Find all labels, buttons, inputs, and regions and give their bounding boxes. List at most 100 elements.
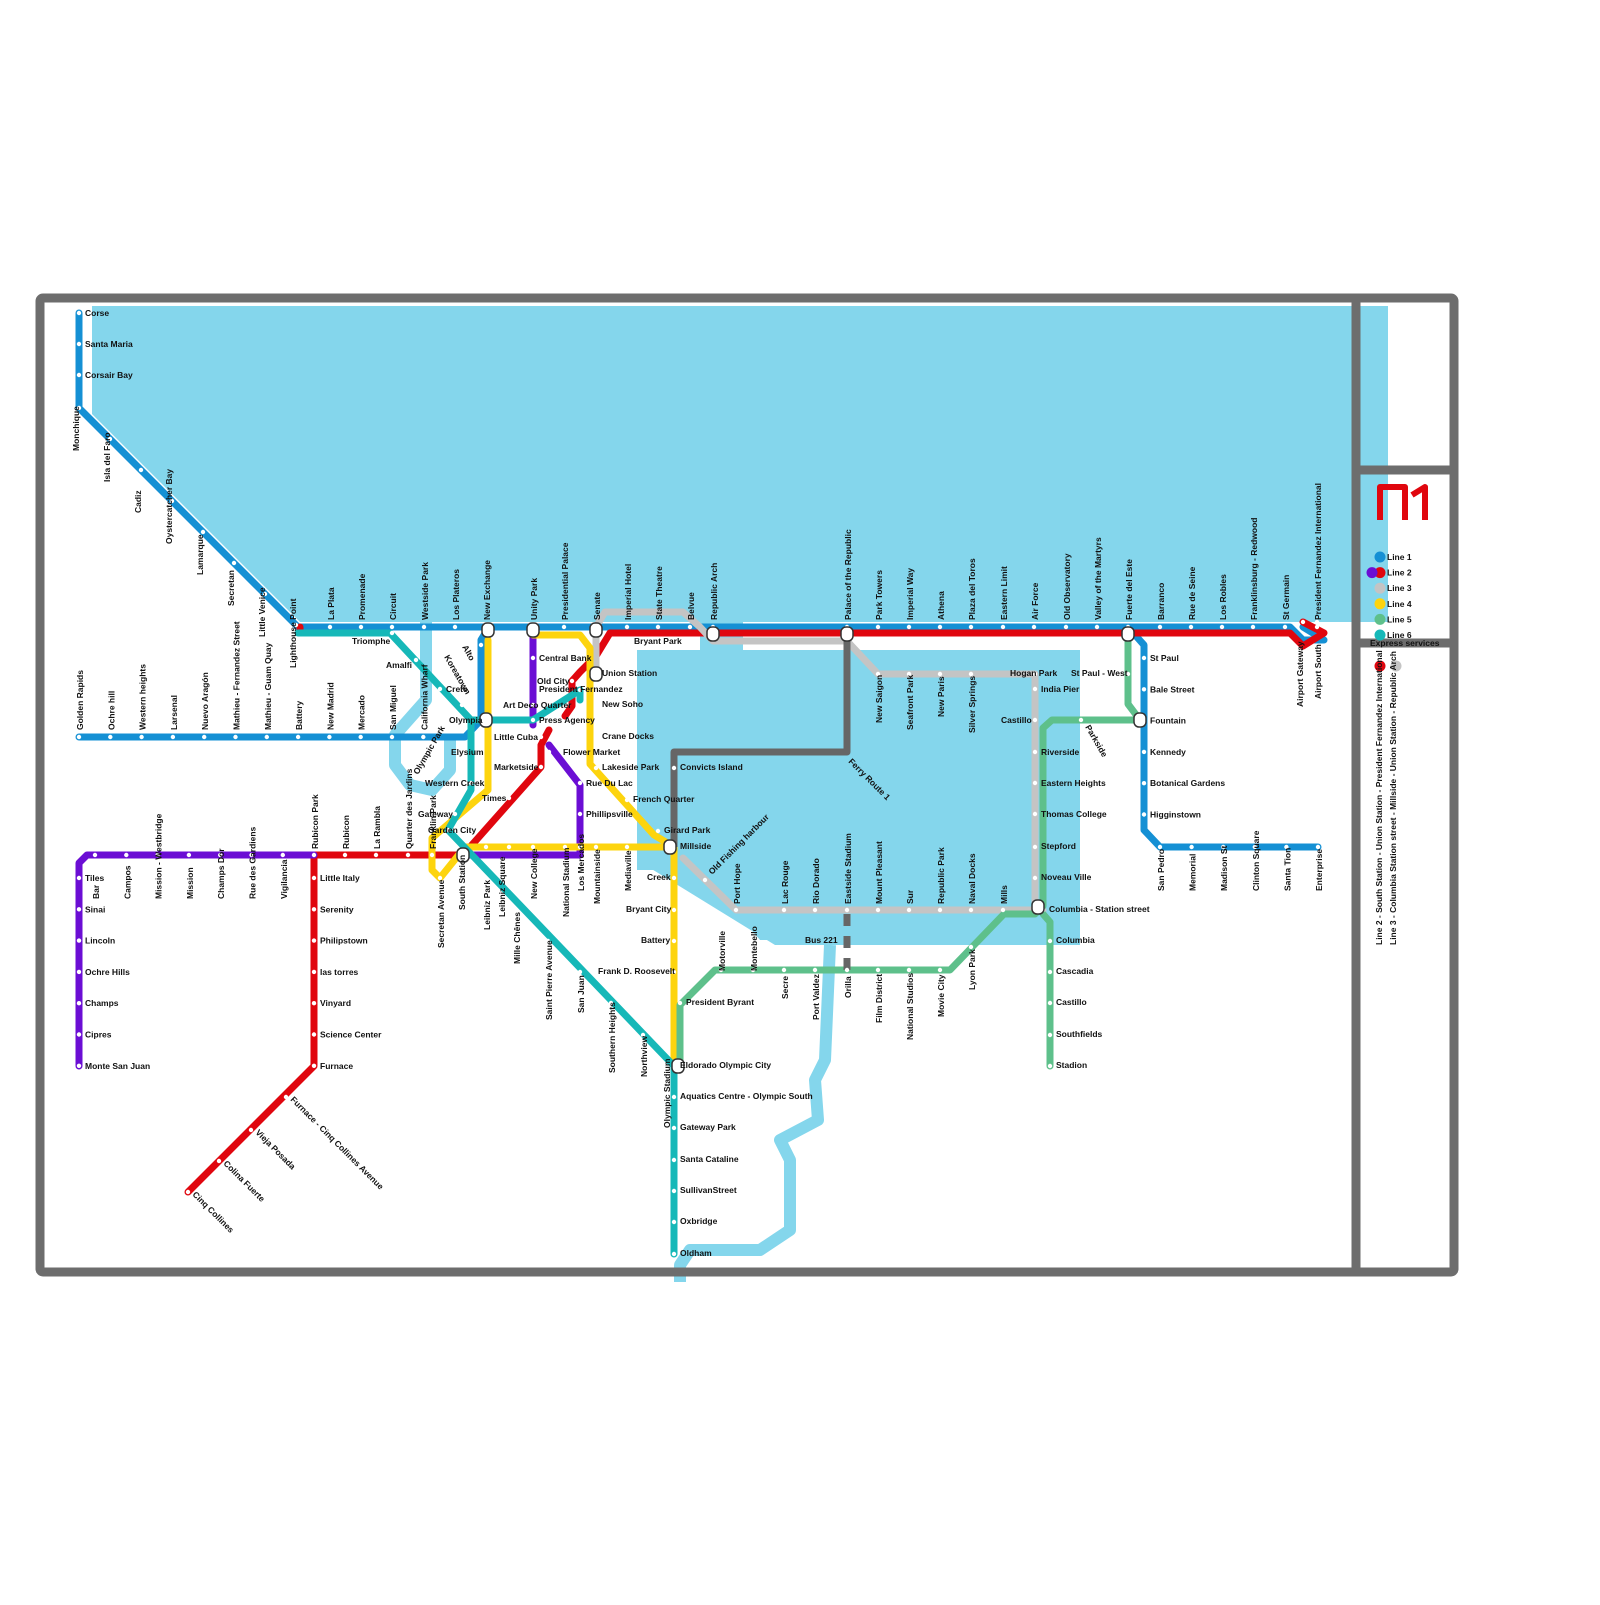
station-dot bbox=[1251, 625, 1255, 629]
station-label: Leibniz Square bbox=[497, 856, 507, 917]
station-dot bbox=[438, 687, 442, 691]
interchange-marker bbox=[482, 623, 494, 637]
station-dot bbox=[578, 970, 582, 974]
station-label: Imperial Way bbox=[905, 568, 915, 620]
bus-label: Bus 221 bbox=[805, 935, 838, 945]
station-dot bbox=[1158, 845, 1162, 849]
station-dot bbox=[312, 1064, 316, 1068]
station-label: Eastside Stadium bbox=[843, 833, 853, 904]
station-dot bbox=[77, 735, 81, 739]
station-label: Tiles bbox=[85, 873, 104, 883]
station-label: La Plata bbox=[326, 587, 336, 620]
station-dot bbox=[672, 939, 676, 943]
station-label: Hogan Park bbox=[1010, 668, 1058, 678]
station-label: Port Valdez bbox=[811, 974, 821, 1020]
river-south bbox=[680, 945, 830, 1282]
station-label: Larsenal bbox=[169, 695, 179, 730]
legend-line-label: Line 3 bbox=[1387, 583, 1412, 593]
station-dot bbox=[1001, 908, 1005, 912]
legend-line-label: Line 2 bbox=[1387, 568, 1412, 578]
station-dot bbox=[672, 1220, 676, 1224]
station-dot bbox=[1220, 625, 1224, 629]
station-dot bbox=[876, 968, 880, 972]
station-dot bbox=[77, 311, 81, 315]
station-dot bbox=[969, 672, 973, 676]
station-label: Thomas College bbox=[1041, 809, 1107, 819]
station-dot bbox=[1033, 876, 1037, 880]
station-label: Rue Du Lac bbox=[586, 778, 633, 788]
station-label: Park Towers bbox=[874, 570, 884, 620]
station-dot bbox=[284, 1095, 288, 1099]
station-label: Air Force bbox=[1030, 582, 1040, 620]
station-label: Lamarque bbox=[195, 534, 205, 575]
station-label: Kennedy bbox=[1150, 747, 1186, 757]
station-dot bbox=[139, 468, 143, 472]
station-label: Rio Dorado bbox=[811, 858, 821, 904]
station-dot bbox=[907, 968, 911, 972]
station-label: President Fernandez International bbox=[1313, 483, 1323, 620]
station-dot bbox=[1048, 970, 1052, 974]
station-dot bbox=[672, 1095, 676, 1099]
station-label: Leibniz Park bbox=[482, 880, 492, 930]
station-label: Champs bbox=[85, 998, 119, 1008]
station-label: Gateway Park bbox=[680, 1122, 736, 1132]
station-label: Seafront Park bbox=[905, 674, 915, 730]
station-label: Furnace bbox=[320, 1061, 353, 1071]
station-label: Montebello bbox=[749, 926, 759, 971]
station-dot bbox=[77, 342, 81, 346]
station-label: Franklin Park bbox=[428, 795, 438, 849]
station-dot bbox=[672, 1189, 676, 1193]
station-dot bbox=[1033, 781, 1037, 785]
station-label: Campos bbox=[122, 865, 132, 899]
station-dot bbox=[312, 853, 316, 857]
station-label: Vieja Posada bbox=[254, 1127, 298, 1171]
station-dot bbox=[938, 908, 942, 912]
station-dot bbox=[1079, 718, 1083, 722]
station-dot bbox=[414, 658, 418, 662]
station-dot bbox=[594, 703, 598, 707]
station-label: Ochre Hills bbox=[85, 967, 130, 977]
station-dot bbox=[359, 735, 363, 739]
station-label: Western Creek bbox=[425, 778, 485, 788]
station-label: Secretan bbox=[226, 570, 236, 606]
station-dot bbox=[460, 703, 464, 707]
station-dot bbox=[1033, 845, 1037, 849]
station-label: Saint Pierre Avenue bbox=[544, 940, 554, 1020]
station-label: Noveau Ville bbox=[1041, 872, 1092, 882]
station-dot bbox=[1315, 625, 1319, 629]
station-label: Old Observatory bbox=[1062, 553, 1072, 620]
station-dot bbox=[672, 1252, 676, 1256]
station-dot bbox=[312, 970, 316, 974]
station-dot bbox=[1048, 1033, 1052, 1037]
station-label: Lakeside Park bbox=[602, 762, 659, 772]
station-label: Battery bbox=[294, 700, 304, 730]
station-label: Science Center bbox=[320, 1030, 382, 1040]
station-label: Los Plateros bbox=[451, 569, 461, 620]
interchange-marker bbox=[590, 623, 602, 637]
station-dot bbox=[1158, 625, 1162, 629]
station-dot bbox=[1064, 625, 1068, 629]
station-label: Frank D. Roosevelt bbox=[598, 966, 675, 976]
station-label: Alto bbox=[460, 643, 477, 662]
station-label: Orilla bbox=[843, 976, 853, 998]
station-label: Mathieu - Fernandez Street bbox=[232, 621, 242, 730]
station-label: Nuevo Aragón bbox=[200, 672, 210, 730]
station-label: New Saigon bbox=[874, 675, 884, 723]
station-dot bbox=[672, 1158, 676, 1162]
station-dot bbox=[531, 718, 535, 722]
station-label: Circuit bbox=[388, 593, 398, 620]
station-label: Los Mercados bbox=[576, 834, 586, 891]
station-label: New Paris bbox=[936, 676, 946, 717]
station-label: St Paul bbox=[1150, 653, 1179, 663]
station-dot bbox=[77, 907, 81, 911]
station-label: Monchique bbox=[71, 406, 81, 451]
station-dot bbox=[201, 530, 205, 534]
station-label: National Stadium bbox=[561, 847, 571, 917]
station-dot bbox=[77, 1032, 81, 1036]
station-label: Stepford bbox=[1041, 841, 1076, 851]
station-label: Central Bank bbox=[539, 653, 592, 663]
station-dot bbox=[390, 625, 394, 629]
station-dot bbox=[1142, 656, 1146, 660]
station-label: Southfields bbox=[1056, 1029, 1103, 1039]
station-label: San Miguel bbox=[388, 685, 398, 730]
